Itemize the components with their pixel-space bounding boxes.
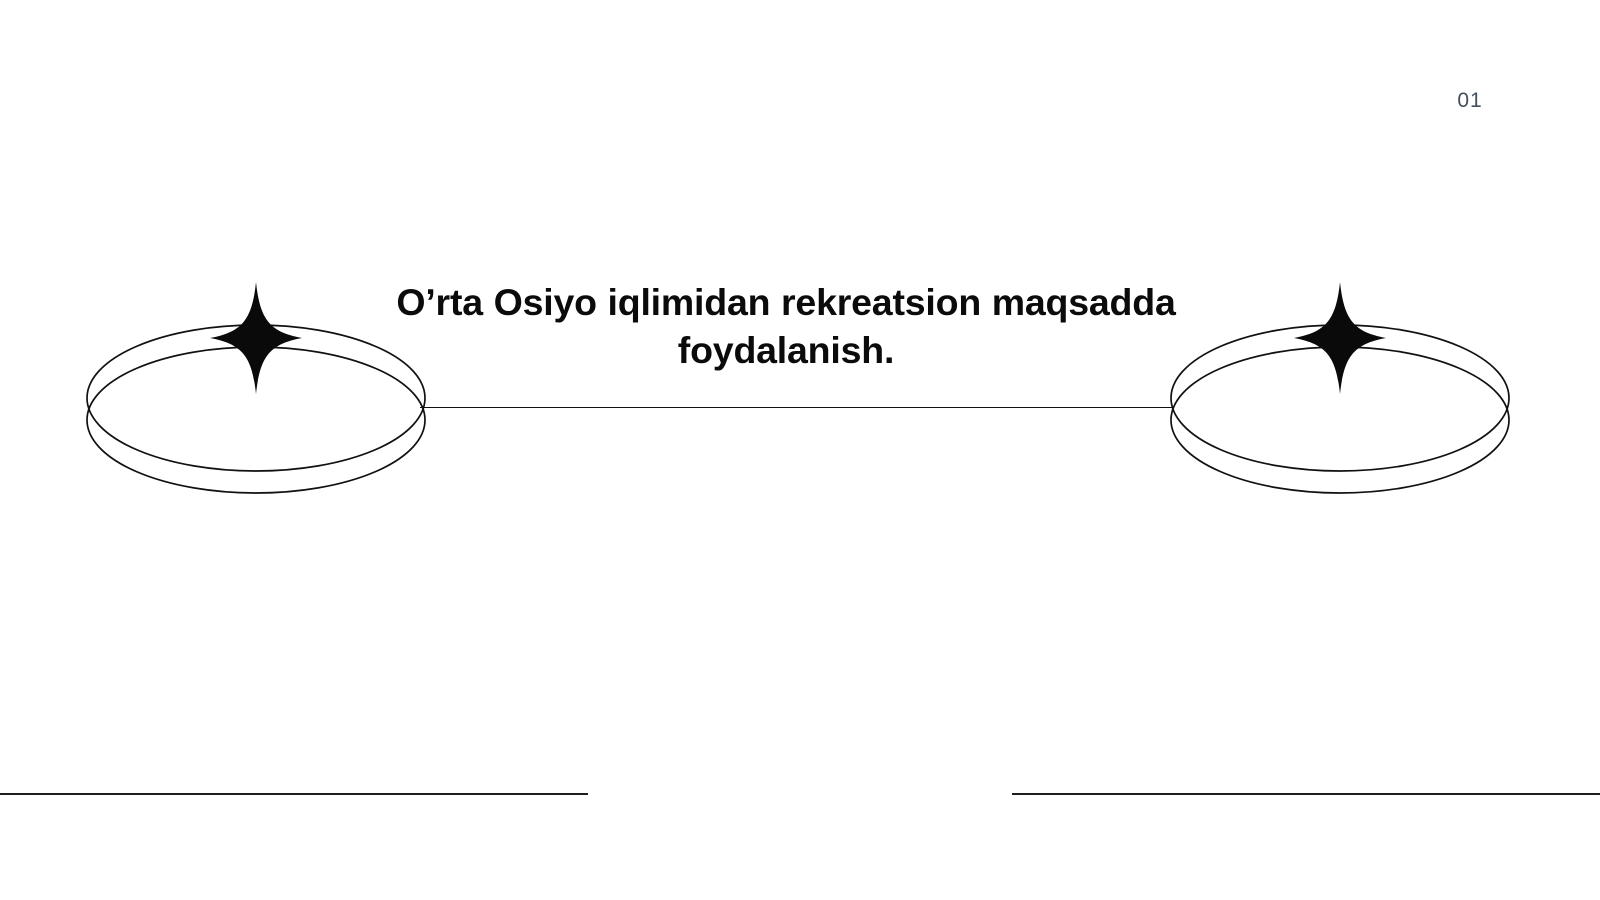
page-title-line-1: O’rta Osiyo iqlimidan rekreatsion maqsad… — [396, 281, 1176, 323]
disc-sparkle-icon-right — [1170, 282, 1510, 494]
four-point-star-icon-right — [1294, 282, 1386, 394]
decoration-left — [86, 276, 430, 528]
page-title-line-2: foydalanish. — [677, 329, 895, 371]
footer-rule-left — [0, 793, 588, 795]
page-number: 01 — [1457, 89, 1483, 112]
page-title: O’rta Osiyo iqlimidan rekreatsion maqsad… — [330, 278, 1242, 374]
disc-sparkle-icon-left — [86, 282, 426, 494]
decoration-right — [1170, 276, 1514, 528]
horizontal-connector-line — [420, 407, 1173, 408]
four-point-star-icon-left — [210, 282, 302, 394]
footer-rule-right — [1012, 793, 1600, 795]
